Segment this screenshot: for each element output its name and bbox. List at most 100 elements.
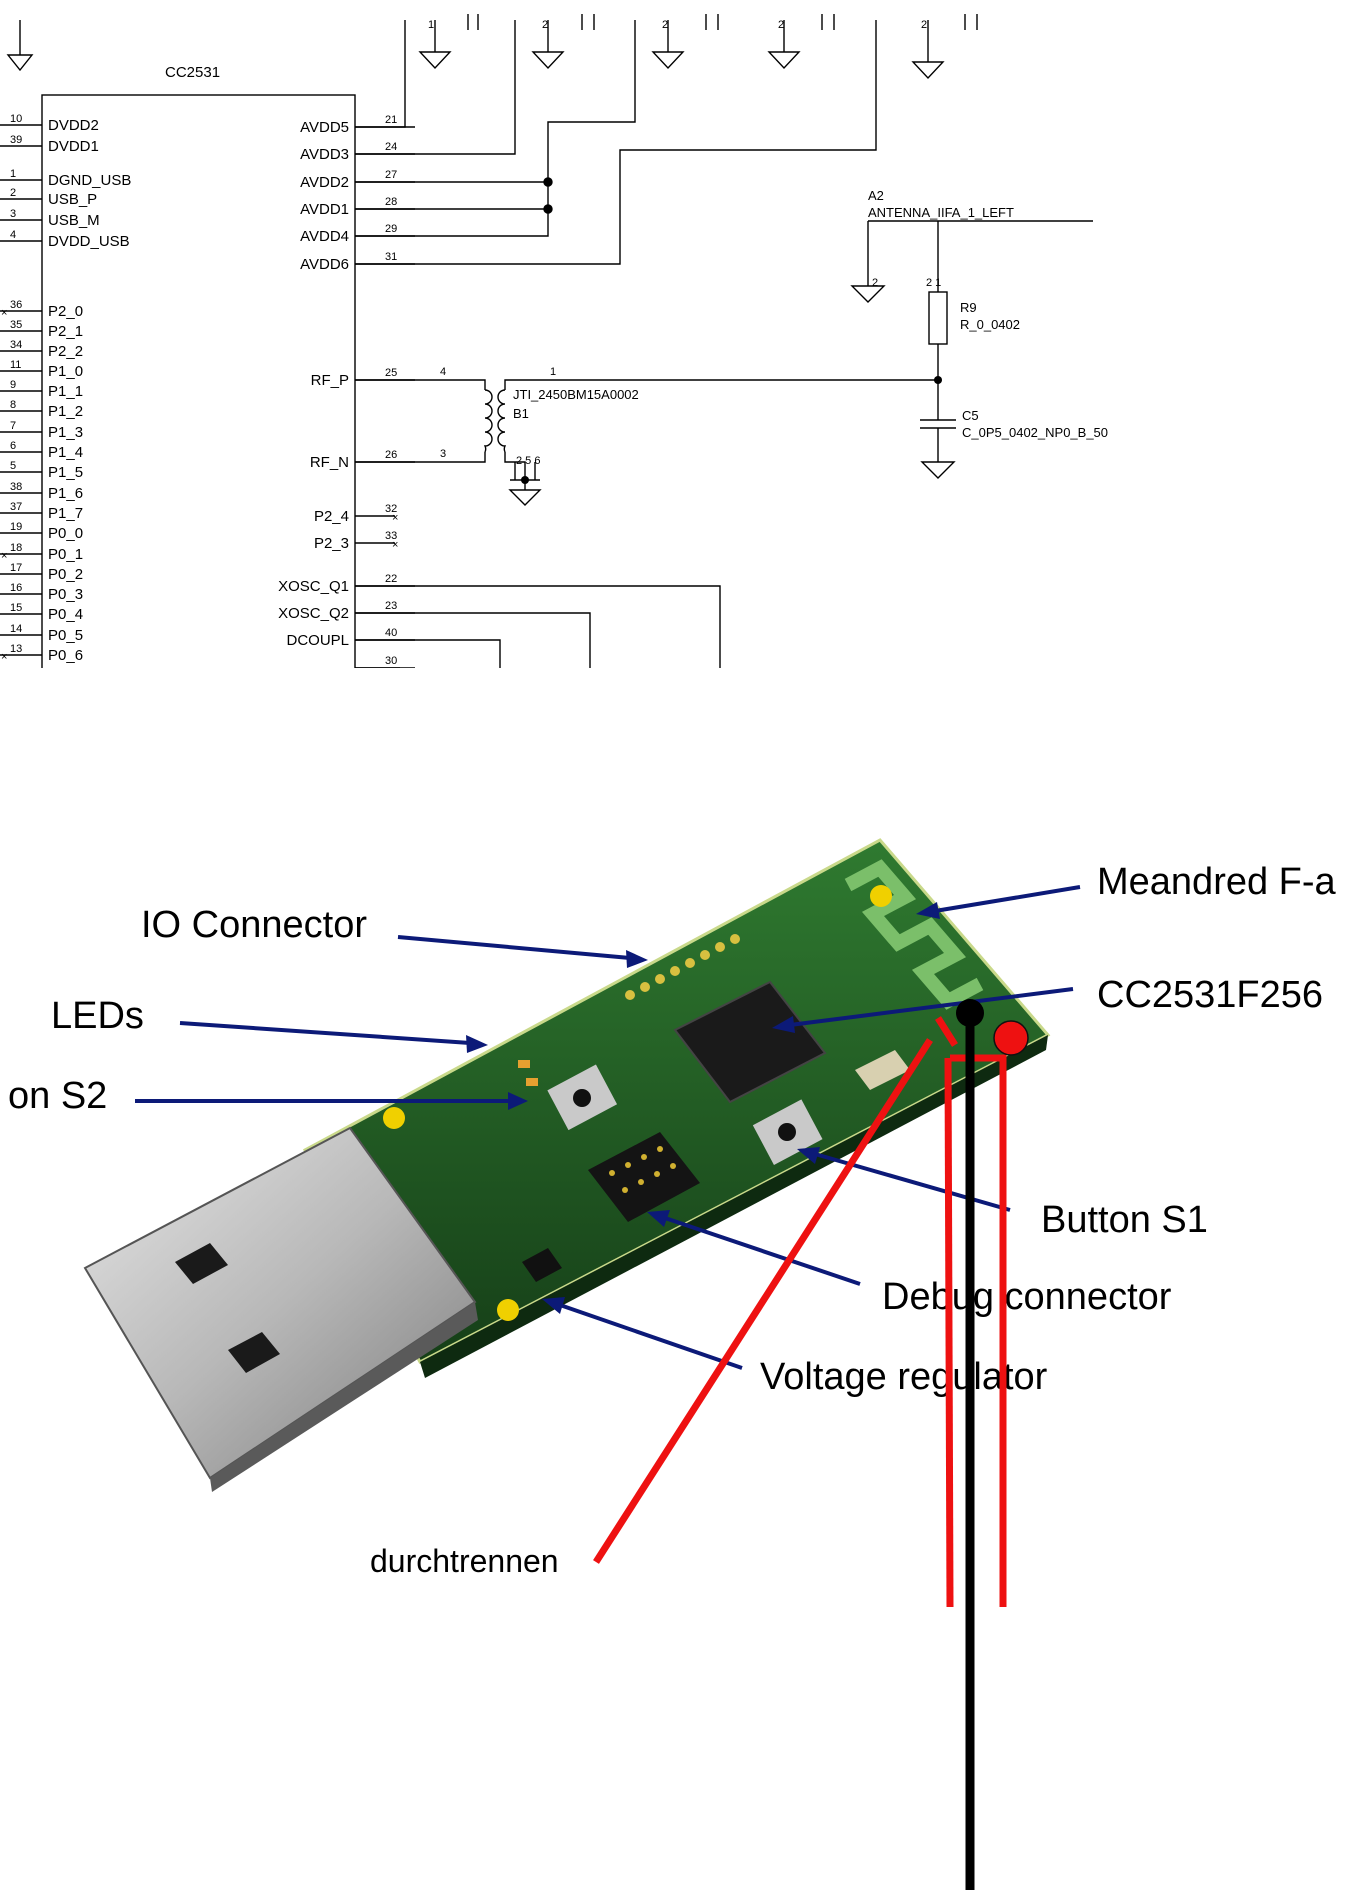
pin-number: 34	[10, 339, 22, 351]
pin-number: 36	[10, 299, 22, 311]
pin-name: AVDD6	[300, 256, 349, 273]
svg-text:×: ×	[1, 651, 7, 663]
svg-text:×: ×	[392, 539, 398, 551]
left-pin: 36 P2_0 ×	[0, 299, 83, 320]
label-button-s1: Button S1	[1041, 1199, 1208, 1241]
pin-name: P2_1	[48, 323, 83, 340]
modification-overlay	[593, 999, 1029, 1890]
svg-text:×: ×	[1, 307, 7, 319]
svg-text:JTI_2450BM15A0002: JTI_2450BM15A0002	[513, 387, 639, 402]
right-pin-list: 21AVDD524AVDD327AVDD228AVDD129AVDD431AVD…	[278, 114, 415, 669]
pin-number: 11	[10, 359, 21, 371]
pin-name: AVDD5	[300, 119, 349, 136]
pin-name: P1_1	[48, 383, 83, 400]
pin-name: RF_N	[310, 454, 349, 471]
svg-text:B1: B1	[513, 406, 529, 421]
lower-wiring	[355, 585, 721, 669]
svg-text:2: 2	[921, 19, 927, 31]
pin-number: 22	[385, 573, 397, 585]
left-pin: 15 P0_4	[0, 602, 83, 623]
pin-number: 23	[385, 600, 397, 612]
pin-name: DVDD1	[48, 138, 99, 155]
label-durchtrennen: durchtrennen	[370, 1543, 559, 1579]
top-decoupling-caps	[6, 20, 945, 80]
pin-number: 30	[385, 655, 397, 667]
solder-point-black	[956, 999, 984, 1027]
pin-number: 2	[10, 187, 16, 199]
button-s1-body	[752, 1099, 823, 1165]
pin-number: 6	[10, 440, 16, 452]
usb-stick-photo	[83, 838, 1051, 1492]
debug-header	[588, 1132, 700, 1222]
antenna-meander	[844, 859, 984, 1010]
pin-number: 19	[10, 521, 22, 533]
svg-text:×: ×	[392, 512, 398, 524]
pin-number: 9	[10, 379, 16, 391]
pin-name: USB_P	[48, 191, 97, 208]
svg-text:A2: A2	[868, 188, 884, 203]
pin-number: 21	[385, 114, 397, 126]
right-pin: 26 RF_N	[310, 449, 415, 471]
left-pin: 9 P1_1	[0, 379, 83, 400]
pin-number: 37	[10, 501, 22, 513]
pin-number: 24	[385, 141, 397, 153]
pin-name: DGND_USB	[48, 172, 131, 189]
right-pin: 31 AVDD6	[300, 251, 415, 273]
pin-number: 17	[10, 562, 22, 574]
label-antenna: Meandred F-a	[1097, 861, 1337, 903]
svg-text:2: 2	[778, 19, 784, 31]
usb-plug	[83, 1126, 478, 1492]
pin-number: 27	[385, 169, 397, 181]
pin-name: XOSC_Q2	[278, 605, 349, 622]
svg-text:ANTENNA_IIFA_1_LEFT: ANTENNA_IIFA_1_LEFT	[868, 205, 1014, 220]
pin-name: P1_5	[48, 464, 83, 481]
pin-number: 31	[385, 251, 397, 263]
svg-text:4: 4	[440, 366, 446, 378]
pin-name: P1_2	[48, 403, 83, 420]
svg-text:×: ×	[1, 550, 7, 562]
pin-number: 40	[385, 627, 397, 639]
pin-name: P1_6	[48, 485, 83, 502]
pin-name: USB_M	[48, 212, 100, 229]
rf-network: A2 ANTENNA_IIFA_1_LEFT 2 2 1 R9 R_0_0402…	[850, 188, 1108, 479]
pin-number: 7	[10, 420, 16, 432]
svg-text:2 1: 2 1	[926, 277, 941, 289]
pin-number: 14	[10, 623, 22, 635]
pin-number: 28	[385, 196, 397, 208]
pin-number: 38	[10, 481, 22, 493]
cc2531-chip	[673, 980, 827, 1104]
pin-number: 15	[10, 602, 22, 614]
pin-name: P2_0	[48, 303, 83, 320]
pin-name: P0_4	[48, 606, 83, 623]
pin-number: 26	[385, 449, 397, 461]
avdd-wiring	[355, 20, 877, 265]
svg-text:2: 2	[662, 19, 668, 31]
label-debug-connector: Debug connector	[882, 1276, 1172, 1318]
io-connector-pads	[625, 934, 740, 1000]
pin-name: P2_2	[48, 343, 83, 360]
svg-text:R9: R9	[960, 300, 977, 315]
left-pin: 34 P2_2	[0, 339, 83, 360]
pin-name: P2_4	[314, 508, 349, 525]
right-pin: 21 AVDD5	[300, 114, 415, 136]
svg-text:1: 1	[550, 366, 556, 378]
voltage-regulator-body	[522, 1248, 562, 1282]
pin-name: P0_6	[48, 647, 83, 664]
right-pin: 23 XOSC_Q2	[278, 600, 415, 622]
